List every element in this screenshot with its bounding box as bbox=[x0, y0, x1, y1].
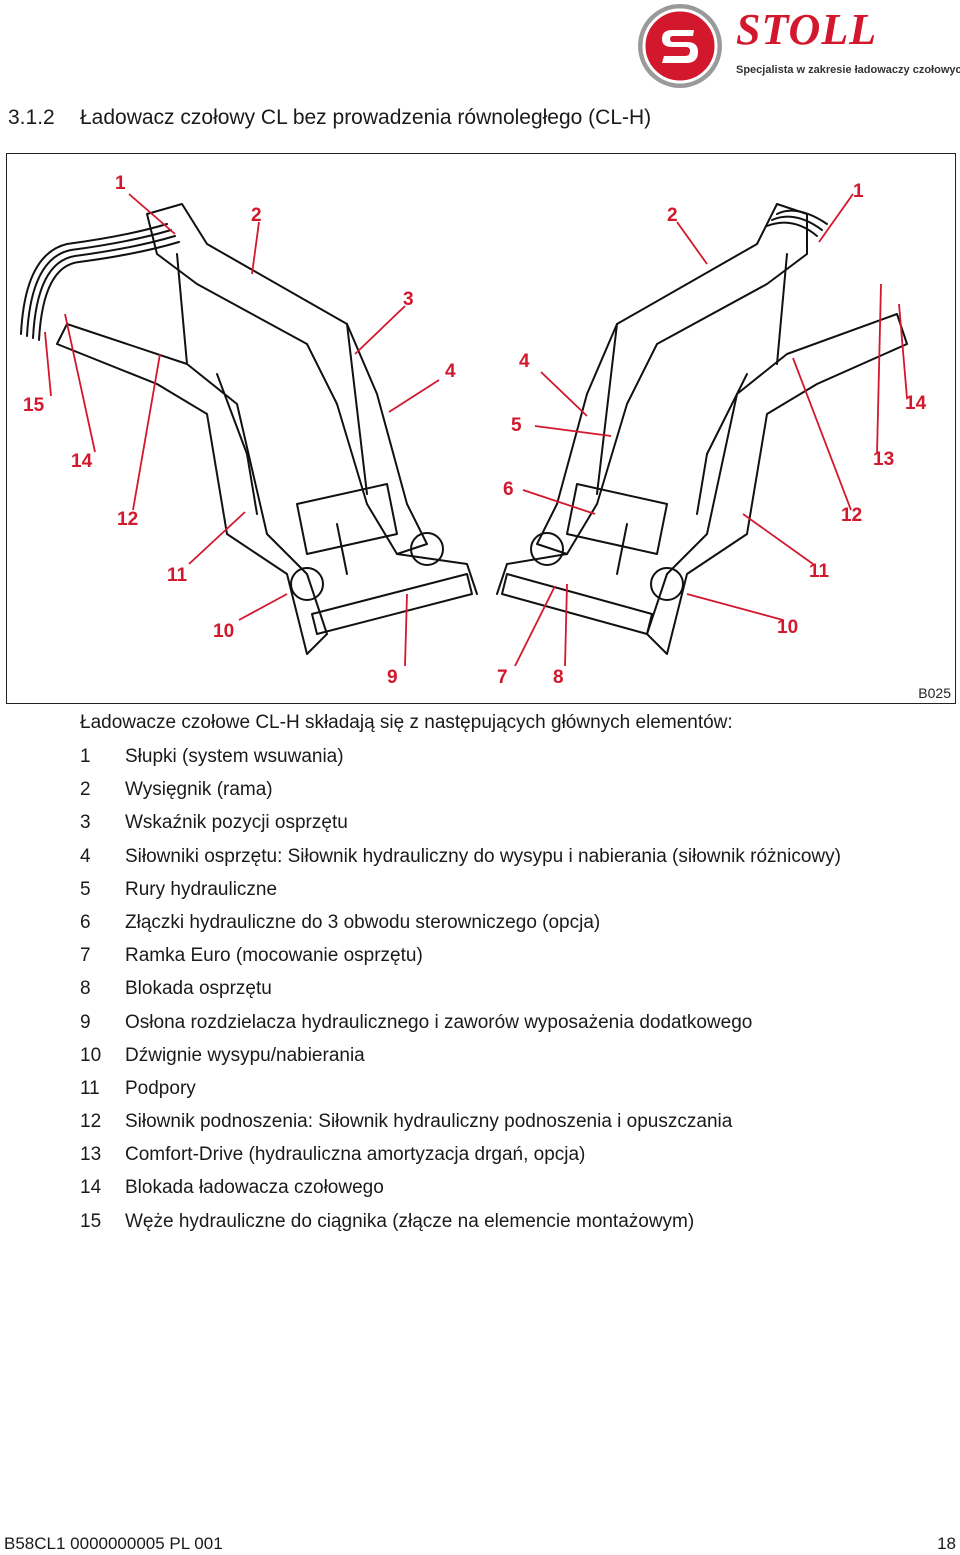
legend-item-number: 15 bbox=[80, 1210, 102, 1232]
legend-item-number: 12 bbox=[80, 1111, 102, 1133]
legend-item: 9 Osłona rozdzielacza hydraulicznego i za… bbox=[80, 1012, 841, 1045]
legend-item-text: Słupki (system wsuwania) bbox=[125, 746, 344, 767]
legend-item-number: 2 bbox=[80, 779, 91, 801]
legend-item-number: 13 bbox=[80, 1144, 102, 1166]
legend-item-text: Blokada ładowacza czołowego bbox=[125, 1177, 384, 1199]
legend-item-number: 7 bbox=[80, 945, 91, 967]
legend-item-text: Comfort-Drive (hydrauliczna amortyzacja … bbox=[125, 1144, 586, 1166]
legend-item-text: Siłowniki osprzętu: Siłownik hydrauliczn… bbox=[125, 845, 841, 867]
legend-item-text: Ramka Euro (mocowanie osprzętu) bbox=[125, 945, 423, 967]
footer-doc-code: B58CL1 0000000005 PL 001 bbox=[4, 1534, 223, 1553]
legend-item: 5 Rury hydrauliczne bbox=[80, 879, 841, 912]
legend-list: 1 Słupki (system wsuwania) 2 Wysięgnik (ram… bbox=[80, 746, 841, 1244]
callout-label: 1 bbox=[115, 173, 126, 194]
footer-page-number: 18 bbox=[937, 1534, 956, 1553]
callout-label: 9 bbox=[387, 667, 398, 688]
callout-label: 4 bbox=[519, 351, 530, 372]
legend-item-text: Siłownik podnoszenia: Siłownik hydraulic… bbox=[125, 1111, 733, 1133]
callout-label: 10 bbox=[213, 621, 235, 642]
legend-item-text: Osłona rozdzielacza hydraulicznego i zaw… bbox=[125, 1011, 753, 1033]
legend-item: 4 Siłowniki osprzętu: Siłownik hydraulicz… bbox=[80, 846, 841, 879]
callout-label: 8 bbox=[553, 667, 564, 688]
legend-item-number: 4 bbox=[80, 845, 91, 867]
legend-item: 2 Wysięgnik (rama) bbox=[80, 779, 841, 812]
legend-item-text: Wysięgnik (rama) bbox=[125, 779, 273, 801]
figure-code: B025 bbox=[918, 685, 951, 701]
callout-label: 2 bbox=[667, 205, 678, 226]
callout-label: 13 bbox=[873, 449, 895, 470]
legend-item-number: 14 bbox=[80, 1177, 102, 1199]
legend-item: 8 Blokada osprzętu bbox=[80, 978, 841, 1011]
callout-label: 2 bbox=[251, 205, 262, 226]
legend-item-text: Złączki hydrauliczne do 3 obwodu sterown… bbox=[125, 911, 601, 933]
legend-item-number: 10 bbox=[80, 1044, 102, 1066]
stoll-emblem-icon bbox=[638, 4, 722, 88]
legend-item-number: 5 bbox=[80, 878, 91, 900]
legend-item-text: Rury hydrauliczne bbox=[125, 878, 278, 900]
brand-tagline: Specjalista w zakresie ładowaczy czołowy… bbox=[736, 64, 960, 76]
callout-label: 7 bbox=[497, 667, 508, 688]
legend-item-text: Dźwignie wysypu/nabierania bbox=[125, 1044, 365, 1066]
legend-item-number: 11 bbox=[80, 1077, 100, 1099]
legend-intro: Ładowacze czołowe CL-H składają się z na… bbox=[80, 712, 733, 733]
callout-label: 5 bbox=[511, 415, 522, 436]
legend-item: 1 Słupki (system wsuwania) bbox=[80, 746, 841, 779]
legend-item-text: Blokada osprzętu bbox=[125, 978, 272, 1000]
callout-label: 11 bbox=[809, 561, 830, 582]
legend-item-text: Węże hydrauliczne do ciągnika (złącze na… bbox=[125, 1210, 695, 1232]
legend-item-number: 9 bbox=[80, 1011, 91, 1033]
legend-item: 11 Podpory bbox=[80, 1078, 841, 1111]
legend-item-text: Wskaźnik pozycji osprzętu bbox=[125, 812, 348, 834]
section-title-text: Ładowacz czołowy CL bez prowadzenia równ… bbox=[80, 106, 652, 129]
section-number: 3.1.2 bbox=[8, 106, 55, 129]
brand-name: STOLL bbox=[736, 5, 878, 54]
legend-item: 3 Wskaźnik pozycji osprzętu bbox=[80, 812, 841, 845]
legend-item: 15 Węże hydrauliczne do ciągnika (złącze … bbox=[80, 1211, 841, 1244]
stoll-logo: STOLL Specjalista w zakresie ładowaczy c… bbox=[636, 2, 960, 88]
legend-item-number: 3 bbox=[80, 812, 91, 834]
legend-item: 12 Siłownik podnoszenia: Siłownik hydraul… bbox=[80, 1111, 841, 1144]
callout-label: 11 bbox=[167, 565, 188, 586]
left-loader-drawing bbox=[20, 203, 478, 655]
page-header: STOLL Specjalista w zakresie ładowaczy c… bbox=[0, 0, 960, 95]
callout-label: 6 bbox=[503, 479, 514, 500]
legend-item: 10 Dźwignie wysypu/nabierania bbox=[80, 1045, 841, 1078]
legend-item-number: 8 bbox=[80, 978, 91, 1000]
legend-item-number: 6 bbox=[80, 911, 91, 933]
legend-item: 14 Blokada ładowacza czołowego bbox=[80, 1177, 841, 1210]
legend-item: 7 Ramka Euro (mocowanie osprzętu) bbox=[80, 945, 841, 978]
legend-item-text: Podpory bbox=[125, 1077, 196, 1099]
callout-label: 4 bbox=[445, 361, 456, 382]
callout-label: 15 bbox=[23, 395, 45, 416]
callout-label: 14 bbox=[905, 393, 927, 414]
callout-label: 12 bbox=[117, 509, 139, 530]
loader-drawing bbox=[20, 193, 908, 667]
legend-item-number: 1 bbox=[80, 746, 91, 767]
callout-label: 10 bbox=[777, 617, 799, 638]
callout-label: 3 bbox=[403, 289, 414, 310]
loader-diagram: 1 2 3 4 15 14 12 11 10 9 7 8 4 5 6 2 1 1… bbox=[6, 153, 956, 704]
callout-label: 14 bbox=[71, 451, 93, 472]
legend-item: 6 Złączki hydrauliczne do 3 obwodu sterow… bbox=[80, 912, 841, 945]
legend-item: 13 Comfort-Drive (hydrauliczna amortyzacj… bbox=[80, 1144, 841, 1177]
callout-label: 12 bbox=[841, 505, 863, 526]
section-title: 3.1.2 Ładowacz czołowy CL bez prowadzenia… bbox=[8, 106, 651, 130]
callout-label: 1 bbox=[853, 181, 864, 202]
